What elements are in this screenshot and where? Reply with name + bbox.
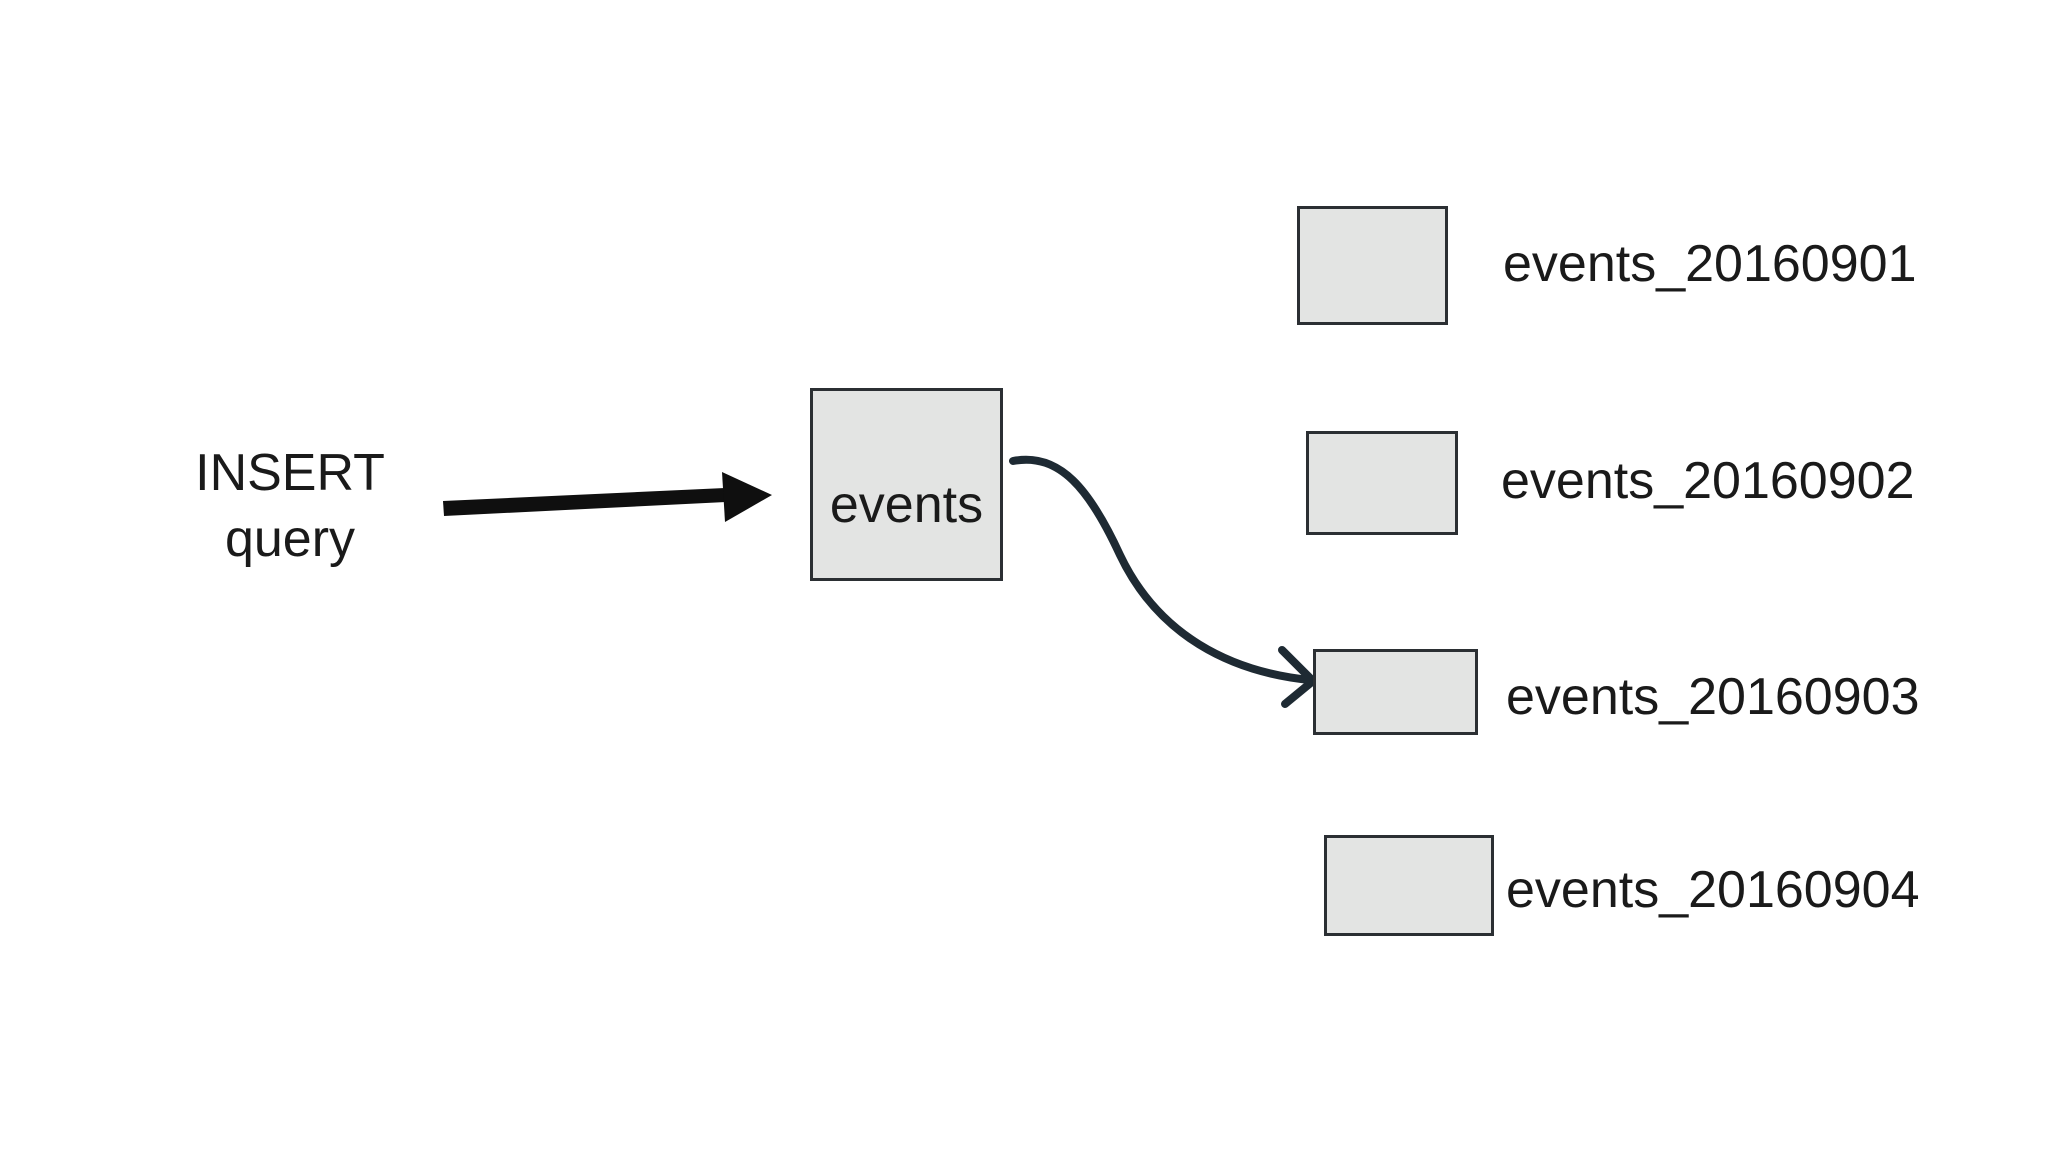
insert-label-line1: INSERT — [195, 444, 385, 502]
insert-arrow — [443, 472, 772, 522]
partition-label-20160902: events_20160902 — [1501, 452, 1915, 510]
events-table-label: events — [829, 476, 984, 534]
insert-query-label: INSERT query — [150, 440, 430, 572]
partition-label-20160901: events_20160901 — [1503, 235, 1917, 293]
partition-box-20160902 — [1306, 431, 1458, 535]
partition-box-20160904 — [1324, 835, 1494, 936]
events-table-box: events — [810, 388, 1003, 581]
partition-label-20160904: events_20160904 — [1506, 861, 1920, 919]
insert-label-line2: query — [224, 510, 356, 568]
partition-box-20160901 — [1297, 206, 1448, 325]
routing-arrow — [1009, 455, 1317, 708]
partition-box-20160903 — [1313, 649, 1478, 735]
partition-label-20160903: events_20160903 — [1506, 668, 1920, 726]
